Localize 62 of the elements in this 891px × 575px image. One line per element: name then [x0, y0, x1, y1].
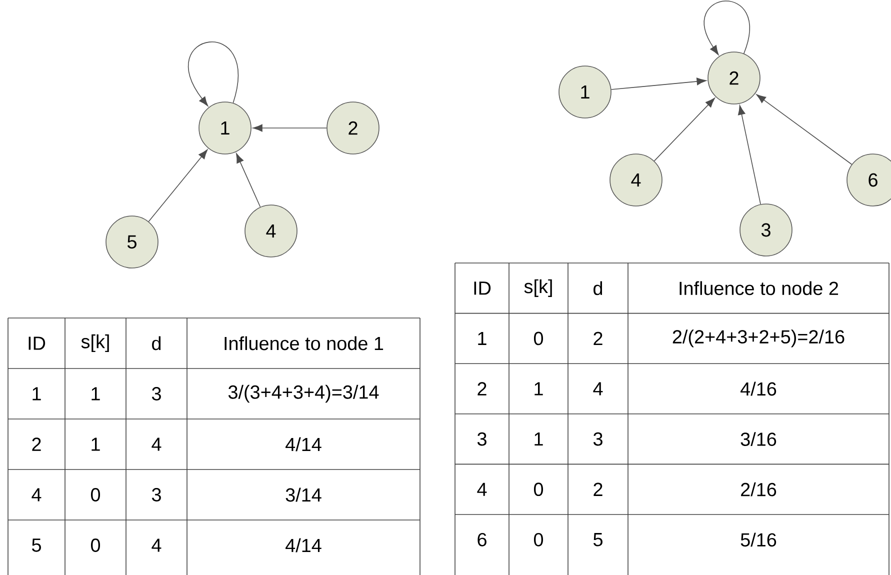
table-value: 1 — [92, 387, 100, 400]
column-header: s[k] — [81, 334, 109, 352]
column-header: ID — [28, 336, 46, 350]
table-value: 3/(3+4+3+4)=3/14 — [228, 384, 379, 403]
arrow — [252, 124, 327, 132]
column-header: Influence to node 2 — [680, 281, 838, 296]
graph-node: 2 — [708, 52, 760, 104]
table-value: 1 — [32, 387, 41, 400]
table-value: 4 — [152, 438, 162, 451]
graph-node: 1 — [198, 102, 252, 154]
table-value: 1 — [534, 382, 543, 396]
graph-node: 4 — [610, 154, 662, 206]
table-value: 3 — [477, 432, 486, 446]
graph-node: 3 — [740, 204, 792, 256]
table-value: 3/16 — [740, 432, 776, 446]
column-header: d — [152, 336, 161, 350]
table-value: 4/14 — [286, 538, 322, 552]
table-value: 4 — [593, 382, 603, 396]
table-value: 5 — [32, 538, 41, 552]
arrow — [610, 78, 706, 90]
column-header: d — [594, 281, 602, 296]
table-value: 0 — [534, 332, 544, 346]
table-value: 5 — [594, 533, 602, 546]
table-value: 0 — [534, 532, 544, 546]
self-loop-arrow — [188, 42, 238, 106]
table-value: 6 — [478, 532, 486, 546]
arrow — [654, 98, 715, 162]
table-value: 2 — [32, 438, 41, 451]
table-value: 4 — [152, 538, 162, 552]
graph-node: 4 — [244, 204, 298, 258]
table-value: 2 — [594, 332, 602, 346]
table-value: 1 — [478, 332, 486, 345]
column-header: ID — [474, 282, 491, 295]
table-value: 4 — [32, 488, 42, 502]
table-value: 4/16 — [740, 382, 776, 396]
arrow — [236, 153, 261, 208]
graph-node: 1 — [558, 66, 612, 118]
table-value: 0 — [534, 482, 544, 496]
table-value: 1 — [534, 432, 543, 446]
table-value: 0 — [90, 538, 100, 552]
table-value: 2 — [478, 382, 486, 396]
table-value: 1 — [92, 438, 100, 451]
arrow — [148, 149, 208, 222]
table-value: 5/16 — [740, 532, 776, 547]
graph-node: 2 — [326, 102, 380, 154]
table-value: 3 — [593, 432, 602, 446]
table-value: 3/14 — [286, 488, 322, 502]
table-value: 2/16 — [741, 482, 776, 496]
arrow — [756, 94, 852, 165]
table-value: 4 — [477, 482, 487, 496]
column-header: s[k] — [524, 279, 552, 297]
table-value: 3 — [152, 488, 161, 502]
graph-node: 5 — [106, 216, 158, 268]
table-value: 2/(2+4+3+2+5)=2/16 — [672, 330, 844, 348]
table-value: 3 — [152, 387, 161, 400]
table-value: 4/14 — [286, 437, 322, 452]
table-value: 0 — [90, 488, 100, 502]
table-value: 2 — [594, 482, 602, 496]
arrow — [738, 105, 761, 205]
column-header: Influence to node 1 — [224, 336, 384, 350]
graph-node: 6 — [846, 154, 891, 206]
self-loop-arrow — [704, 0, 750, 56]
